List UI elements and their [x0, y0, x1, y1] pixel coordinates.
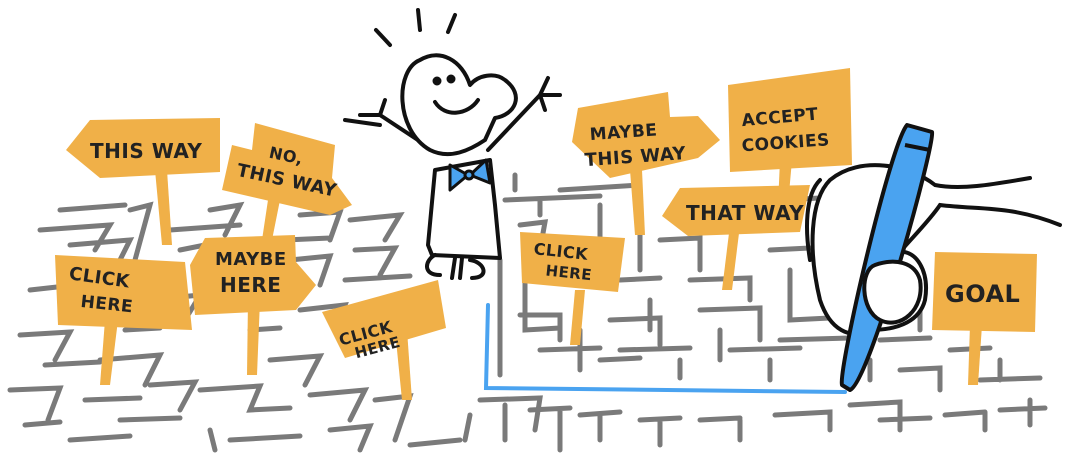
svg-text:HERE: HERE	[220, 273, 281, 297]
svg-text:THAT WAY: THAT WAY	[686, 201, 804, 225]
sign-this-way: THIS WAY	[66, 118, 220, 178]
sign-click-here-center: CLICK HERE	[520, 232, 625, 292]
sign-maybe-this-way: MAYBE THIS WAY	[572, 92, 720, 178]
svg-text:THIS WAY: THIS WAY	[90, 139, 202, 163]
svg-text:GOAL: GOAL	[945, 280, 1020, 308]
character	[343, 8, 562, 280]
sign-no-this-way: NO, THIS WAY	[222, 123, 352, 215]
sign-click-here-bottom: CLICK HERE	[322, 280, 446, 362]
sign-that-way: THAT WAY	[662, 185, 810, 236]
thumb	[862, 259, 923, 325]
solution-path	[483, 303, 847, 394]
sign-click-here-left: CLICK HERE	[55, 255, 192, 330]
sign-goal: GOAL	[932, 252, 1037, 332]
bow-tie-icon	[448, 158, 492, 192]
sign-posts	[100, 160, 982, 400]
svg-text:MAYBE: MAYBE	[215, 249, 287, 270]
svg-text:MAYBE: MAYBE	[589, 120, 658, 145]
sign-accept-cookies: ACCEPT COOKIES	[728, 68, 852, 172]
maze	[7, 172, 1048, 453]
pen-icon	[839, 123, 935, 392]
svg-text:HERE: HERE	[545, 261, 593, 284]
sign-maybe-here: MAYBE HERE	[190, 235, 316, 315]
